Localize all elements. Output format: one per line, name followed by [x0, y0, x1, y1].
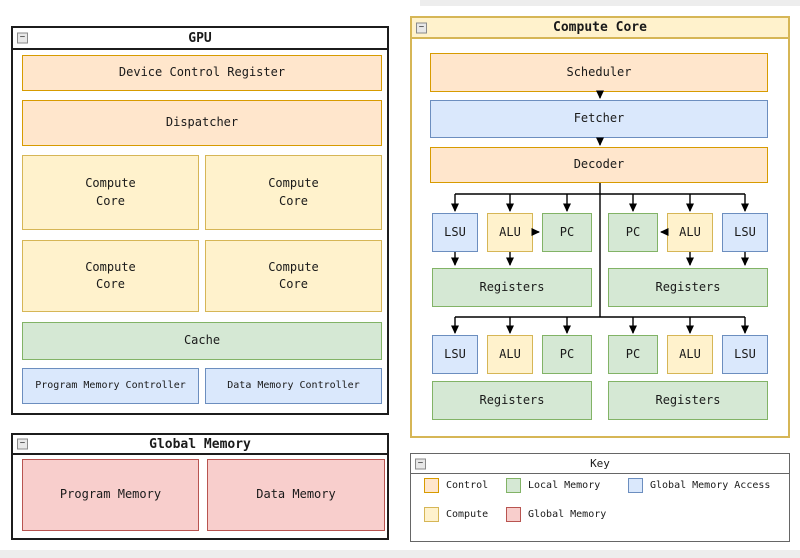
legend-label: Global Memory	[528, 509, 607, 520]
compute-core-titlebar[interactable]: − Compute Core	[412, 18, 788, 39]
unit-pc[interactable]: PC	[542, 213, 592, 252]
program-memory-node[interactable]: Program Memory	[22, 459, 199, 531]
unit-pc[interactable]: PC	[608, 213, 658, 252]
local-memory-swatch	[506, 478, 521, 493]
device-control-register-node[interactable]: Device Control Register	[22, 55, 382, 91]
global-memory-container[interactable]: − Global Memory Program Memory Data Memo…	[11, 433, 389, 540]
collapse-icon[interactable]: −	[415, 458, 426, 469]
legend-label: Local Memory	[528, 480, 601, 491]
unit-lsu[interactable]: LSU	[722, 335, 768, 374]
compute-core-container[interactable]: − Compute Core Scheduler Fetcher Decoder…	[410, 16, 790, 438]
registers-node[interactable]: Registers	[608, 381, 768, 420]
compute-core-node-1[interactable]: Compute Core	[22, 155, 199, 230]
program-memory-controller-node[interactable]: Program Memory Controller	[22, 368, 199, 404]
unit-lsu[interactable]: LSU	[432, 335, 478, 374]
collapse-icon[interactable]: −	[17, 32, 28, 44]
data-memory-node[interactable]: Data Memory	[207, 459, 385, 531]
compute-core-node-4[interactable]: Compute Core	[205, 240, 382, 312]
unit-pc[interactable]: PC	[608, 335, 658, 374]
compute-core-node-2[interactable]: Compute Core	[205, 155, 382, 230]
gpu-titlebar[interactable]: − GPU	[13, 28, 387, 50]
collapse-icon[interactable]: −	[17, 438, 28, 450]
unit-alu[interactable]: ALU	[667, 335, 713, 374]
legend-label: Global Memory Access	[650, 480, 771, 491]
cache-node[interactable]: Cache	[22, 322, 382, 360]
unit-alu[interactable]: ALU	[667, 213, 713, 252]
fetcher-node[interactable]: Fetcher	[430, 100, 768, 138]
gpu-title: GPU	[188, 30, 212, 46]
registers-node[interactable]: Registers	[432, 268, 592, 307]
legend-item-global-memory-access: Global Memory Access	[628, 478, 770, 493]
unit-lsu[interactable]: LSU	[722, 213, 768, 252]
compute-core-node-3[interactable]: Compute Core	[22, 240, 199, 312]
registers-node[interactable]: Registers	[608, 268, 768, 307]
gpu-container[interactable]: − GPU Device Control Register Dispatcher…	[11, 26, 389, 415]
key-title: Key	[590, 457, 610, 470]
registers-node[interactable]: Registers	[432, 381, 592, 420]
unit-alu[interactable]: ALU	[487, 335, 533, 374]
legend-label: Compute	[446, 509, 489, 520]
key-titlebar[interactable]: − Key	[411, 454, 789, 474]
legend-item-local-memory: Local Memory	[506, 478, 600, 493]
global-memory-title: Global Memory	[149, 436, 251, 452]
legend-item-global-memory: Global Memory	[506, 507, 606, 522]
page-edge-top	[420, 0, 800, 6]
unit-alu[interactable]: ALU	[487, 213, 533, 252]
legend-item-control: Control	[424, 478, 488, 493]
legend-item-compute: Compute	[424, 507, 488, 522]
key-container[interactable]: − Key Control Local Memory Global Memory…	[410, 453, 790, 542]
global-memory-titlebar[interactable]: − Global Memory	[13, 435, 387, 455]
decoder-node[interactable]: Decoder	[430, 147, 768, 183]
dispatcher-node[interactable]: Dispatcher	[22, 100, 382, 146]
scheduler-node[interactable]: Scheduler	[430, 53, 768, 92]
global-memory-access-swatch	[628, 478, 643, 493]
collapse-icon[interactable]: −	[416, 22, 427, 33]
global-memory-swatch	[506, 507, 521, 522]
compute-core-title: Compute Core	[553, 20, 647, 35]
unit-pc[interactable]: PC	[542, 335, 592, 374]
page-edge-bottom	[0, 550, 800, 558]
control-swatch	[424, 478, 439, 493]
legend-label: Control	[446, 480, 489, 491]
unit-lsu[interactable]: LSU	[432, 213, 478, 252]
data-memory-controller-node[interactable]: Data Memory Controller	[205, 368, 382, 404]
compute-swatch	[424, 507, 439, 522]
